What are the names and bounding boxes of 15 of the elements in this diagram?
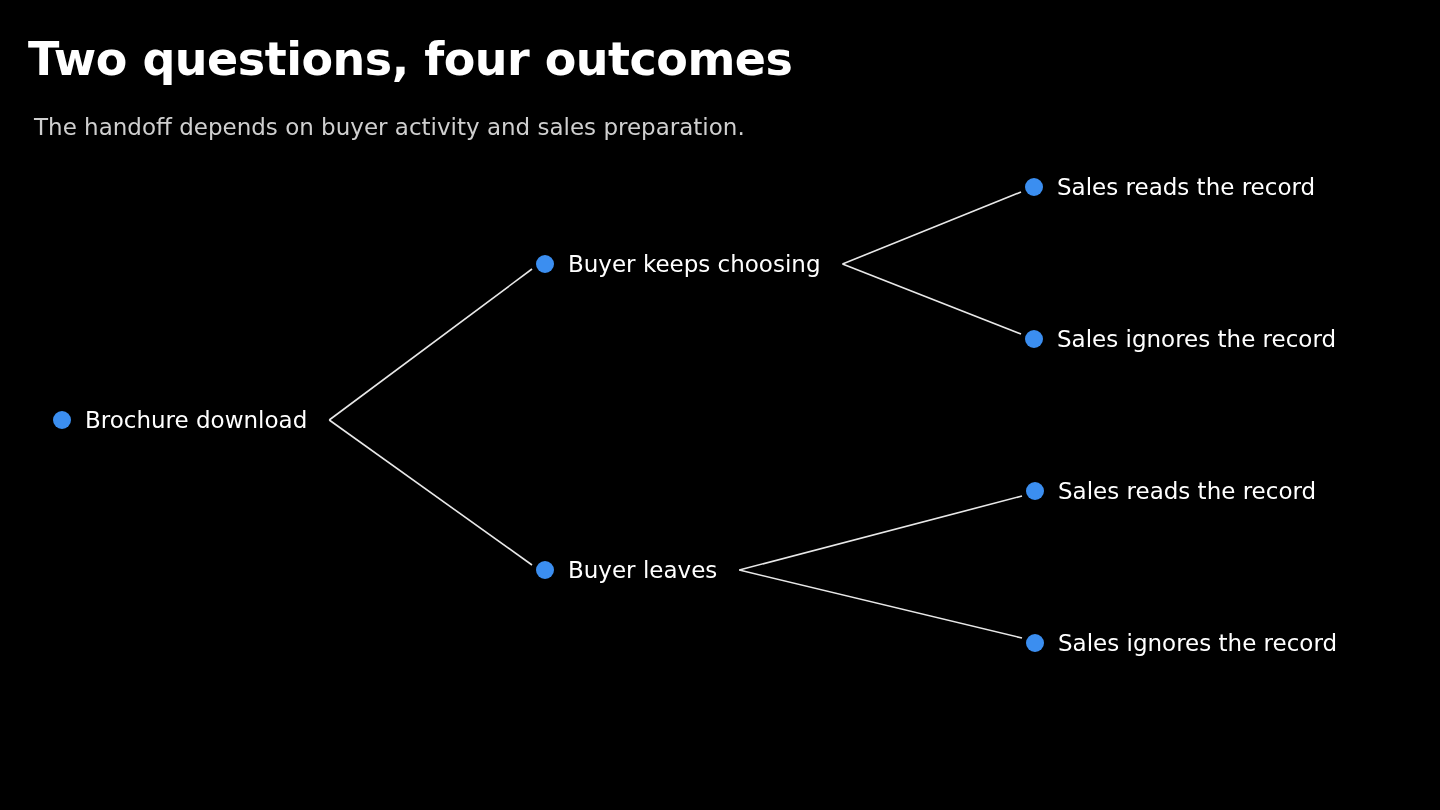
node-label: Sales reads the record <box>1058 478 1317 504</box>
subtitle: The handoff depends on buyer activity and sales preparation. <box>34 114 745 140</box>
node-label: Buyer keeps choosing <box>568 251 821 277</box>
connector-line <box>738 569 1023 639</box>
title: Two questions, four outcomes <box>28 32 793 86</box>
connector-line <box>841 191 1022 265</box>
connector-line <box>328 268 533 421</box>
connector-line <box>738 495 1023 571</box>
connector-line <box>328 419 533 566</box>
connector-line <box>841 263 1022 335</box>
node-label: Sales ignores the record <box>1058 630 1338 656</box>
node-label: Brochure download <box>85 407 308 433</box>
node-label: Sales reads the record <box>1057 174 1316 200</box>
node-label: Sales ignores the record <box>1057 326 1337 352</box>
node-label: Buyer leaves <box>568 557 718 583</box>
